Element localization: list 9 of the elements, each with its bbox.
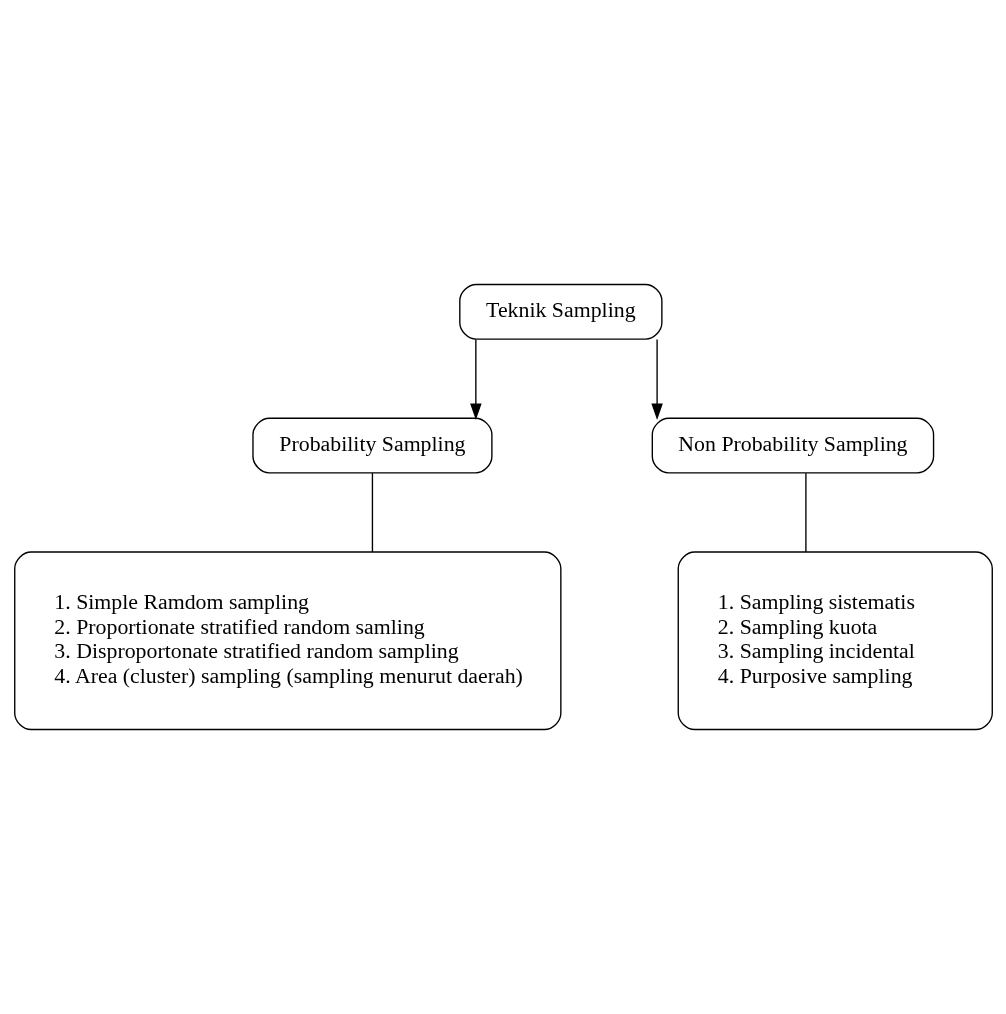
- node-box: 1. Sampling sistematis 2. Sampling kuota 3. Sampling incidental 4. Purposive sampling: [677, 551, 993, 731]
- arrow: [469, 338, 482, 420]
- node-box: 1. Simple Ramdom sampling 2. Proportionate stratified random samling 3. Disproportonate stratified random sampling 4. Area (cluster) sampling (sampling menurut daerah): [13, 551, 562, 731]
- connector: [804, 472, 807, 553]
- node-box: Non Probability Sampling: [651, 417, 934, 474]
- node-box: Teknik Sampling: [458, 283, 663, 340]
- arrow: [650, 338, 663, 420]
- node-box: Probability Sampling: [251, 417, 493, 474]
- connector: [371, 472, 373, 553]
